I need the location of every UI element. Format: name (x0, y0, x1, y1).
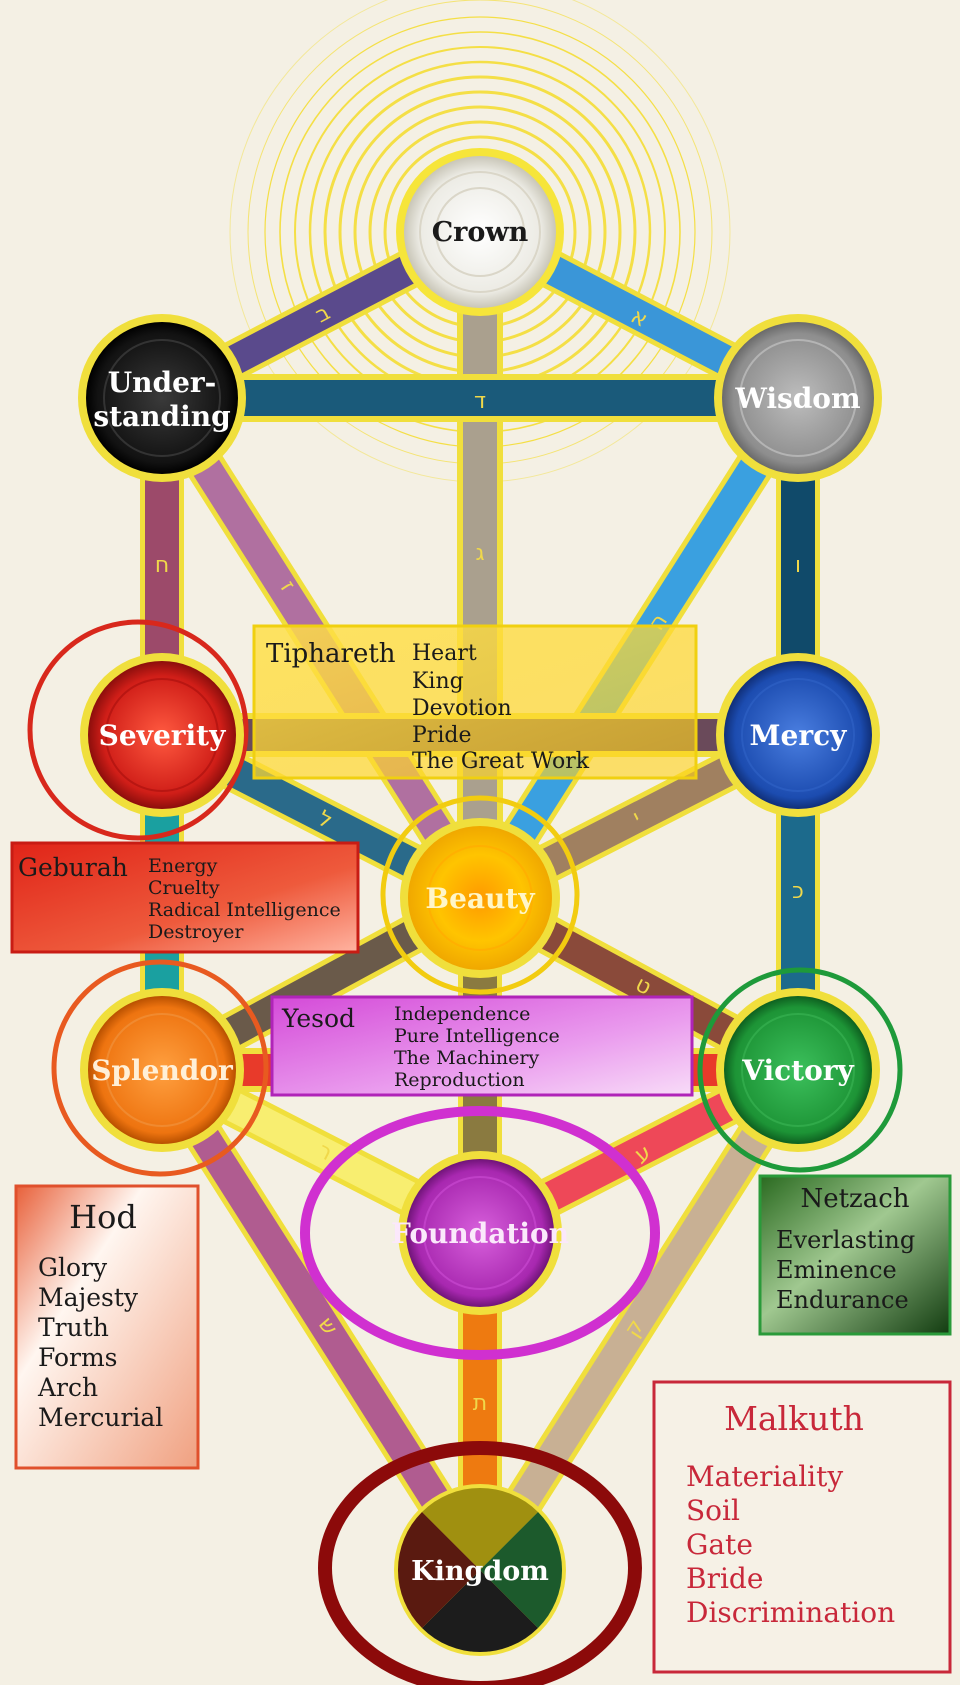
hod-item-4: Arch (37, 1373, 98, 1402)
wisdom-label: Wisdom (734, 382, 860, 415)
hod-item-2: Truth (38, 1313, 109, 1342)
yesod-item-2: The Machinery (394, 1047, 539, 1069)
tiphareth-title: Tiphareth (266, 639, 396, 669)
kingdom-quadrant-right (480, 1512, 563, 1628)
geburah-item-3: Destroyer (148, 921, 244, 943)
sphere-crown: Crown (396, 148, 564, 316)
geburah-item-2: Radical Intelligence (148, 899, 341, 921)
beauty-ring (380, 795, 580, 995)
hod-item-5: Mercurial (38, 1403, 163, 1432)
netzach-item-2: Endurance (776, 1286, 909, 1314)
severity-label: Severity (99, 719, 226, 752)
malkuth-box: Malkuth Materiality Soil Gate Bride Disc… (652, 1380, 952, 1674)
severity-ring (27, 619, 249, 841)
hod-item-0: Glory (38, 1253, 108, 1282)
sphere-understanding: Under- standing (78, 314, 246, 482)
letter-kaph: כ (792, 879, 804, 904)
malkuth-item-3: Bride (686, 1562, 763, 1595)
yesod-item-3: Reproduction (394, 1069, 525, 1091)
splendor-label: Splendor (91, 1054, 234, 1087)
netzach-box: Netzach Everlasting Eminence Endurance (758, 1174, 952, 1336)
hod-title: Hod (69, 1198, 137, 1236)
sphere-victory: Victory (716, 988, 880, 1152)
tiphareth-item-1: King (412, 669, 464, 694)
mercy-label: Mercy (750, 719, 848, 752)
beauty-label: Beauty (425, 882, 535, 915)
victory-ring (697, 967, 903, 1173)
understanding-label-2: standing (93, 400, 230, 433)
hod-box: Hod Glory Majesty Truth Forms Arch Mercu… (14, 1184, 200, 1470)
sphere-wisdom: Wisdom (714, 314, 882, 482)
sphere-mercy: Mercy (716, 653, 880, 817)
malkuth-item-2: Gate (686, 1528, 753, 1561)
malkuth-item-0: Materiality (686, 1460, 843, 1493)
tiphareth-item-4: The Great Work (412, 749, 590, 774)
letter-daleth: ד (474, 389, 486, 414)
sphere-kingdom: Kingdom (394, 1484, 566, 1656)
malkuth-item-1: Soil (686, 1494, 740, 1527)
spheres: Crown Under- standing Wisdom Severity Me… (78, 148, 882, 1656)
outer-rings (27, 619, 903, 1685)
kingdom-quadrant-top (422, 1487, 538, 1570)
netzach-item-0: Everlasting (776, 1226, 915, 1254)
geburah-title: Geburah (18, 853, 128, 882)
tiphareth-item-3: Pride (412, 723, 471, 748)
malkuth-title: Malkuth (724, 1399, 864, 1438)
kingdom-ring (318, 1441, 642, 1685)
netzach-item-1: Eminence (776, 1256, 897, 1284)
malkuth-item-4: Discrimination (686, 1596, 895, 1629)
kingdom-label: Kingdom (411, 1556, 549, 1587)
foundation-ring (300, 1106, 660, 1360)
splendor-ring (51, 959, 269, 1177)
sphere-beauty: Beauty (400, 818, 560, 978)
netzach-title: Netzach (800, 1184, 909, 1214)
victory-label: Victory (741, 1054, 854, 1087)
yesod-title: Yesod (281, 1004, 355, 1033)
letter-vav: ו (795, 553, 801, 578)
crown-label: Crown (432, 217, 529, 248)
understanding-label-1: Under- (108, 366, 217, 399)
tiphareth-box: Tiphareth Heart King Devotion Pride The … (252, 624, 698, 780)
sphere-splendor: Splendor (80, 988, 244, 1152)
kingdom-quadrant-left (397, 1512, 480, 1628)
tiphareth-item-0: Heart (412, 641, 477, 666)
geburah-box: Geburah Energy Cruelty Radical Intellige… (10, 841, 360, 954)
sphere-foundation: Foundation (391, 1151, 569, 1315)
sphere-severity: Severity (80, 653, 244, 817)
tiphareth-item-2: Devotion (412, 696, 512, 721)
letter-gimel: ג (475, 541, 484, 566)
letter-tav: ת (473, 1391, 487, 1416)
yesod-item-1: Pure Intelligence (394, 1025, 560, 1047)
yesod-item-0: Independence (394, 1003, 530, 1025)
kingdom-quadrant-bottom (422, 1570, 538, 1653)
hod-item-3: Forms (38, 1343, 118, 1372)
foundation-label: Foundation (391, 1217, 569, 1250)
hod-item-1: Majesty (38, 1283, 139, 1312)
geburah-item-0: Energy (148, 855, 218, 877)
letter-cheth: ח (155, 553, 169, 578)
yesod-box: Yesod Independence Pure Intelligence The… (270, 995, 694, 1097)
geburah-item-1: Cruelty (148, 877, 220, 899)
